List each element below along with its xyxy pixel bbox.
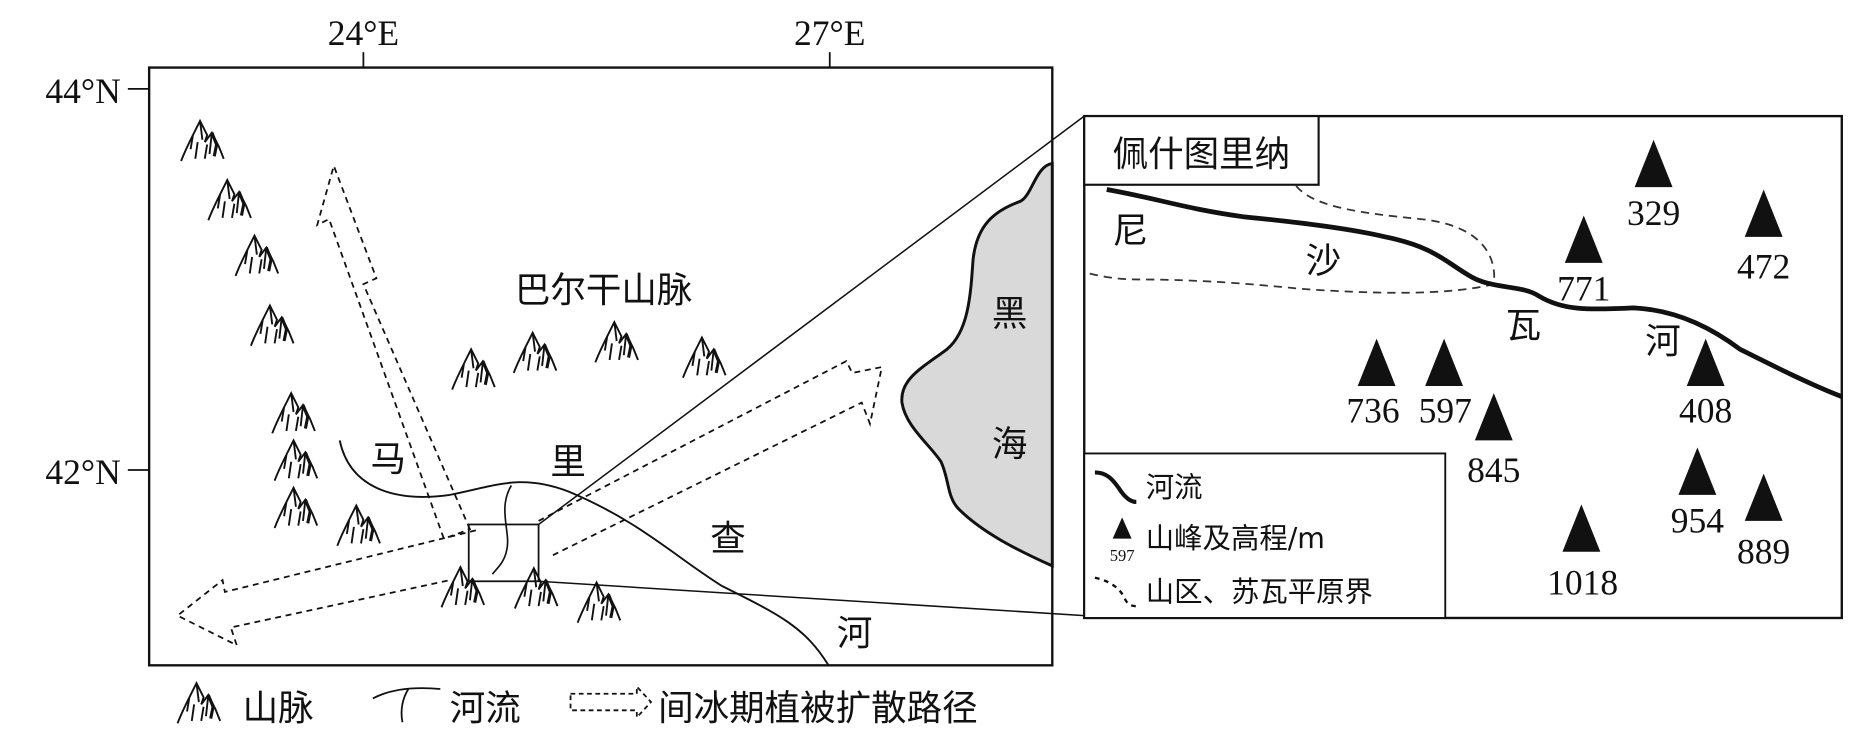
lat-label-42: 42°N [45,452,120,492]
river-char-he: 河 [837,613,873,654]
legend-boundary-icon [1094,576,1137,608]
legend-mountain-label: 山脉 [243,688,314,729]
maritsa-river [338,440,830,666]
legend-arrow-icon [569,684,653,720]
spread-arrow-north [315,162,472,540]
peaks: 329 472 771 736 597 845 408 954 889 1018 [1346,139,1790,602]
peak-597: 597 [1419,338,1472,431]
peak-408: 408 [1679,338,1732,431]
river-char-ma: 马 [370,439,406,480]
inset-legend-peak-label: 山峰及高程/m [1146,522,1325,555]
peak-736: 736 [1346,338,1400,431]
svg-text:736: 736 [1346,391,1399,431]
svg-text:771: 771 [1557,269,1610,309]
black-sea-label-2: 海 [992,424,1028,465]
legend-mountain-icon [176,681,222,725]
svg-text:1018: 1018 [1547,562,1618,602]
svg-text:889: 889 [1737,532,1790,572]
connector-line-top [538,115,1085,526]
peak-954: 954 [1671,447,1724,541]
nisava-river [1106,187,1843,399]
river-char-li: 里 [550,442,586,483]
balkan-mountains-label: 巴尔干山脉 [515,270,693,311]
inset-river-char-he: 河 [1645,321,1681,362]
svg-text:472: 472 [1737,246,1790,286]
peak-329: 329 [1627,139,1680,233]
black-sea [900,161,1054,569]
inset-legend-river-label: 河流 [1146,471,1203,504]
svg-text:329: 329 [1627,193,1680,233]
river-char-cha: 查 [710,519,746,560]
inset-river-char-sha: 沙 [1306,240,1342,281]
connector-line-bottom [538,580,1085,617]
inset-title: 佩什图里纳 [1113,134,1291,175]
spread-arrow-west [175,529,477,647]
inset-legend-peak-sample: 597 [1110,546,1135,565]
svg-text:597: 597 [1419,391,1472,431]
legend-river-label: 河流 [450,688,521,729]
lat-label-44: 44°N [45,71,120,111]
peak-889: 889 [1737,473,1790,572]
svg-text:845: 845 [1467,450,1520,490]
peak-1018: 1018 [1547,504,1618,602]
lon-label-24: 24°E [328,13,399,53]
spread-arrow-east [538,359,883,558]
svg-text:408: 408 [1679,391,1732,431]
black-sea-label-1: 黑 [992,294,1028,335]
main-map-frame [147,66,1054,667]
legend-arrow-label: 间冰期植被扩散路径 [658,688,978,729]
peak-771: 771 [1557,215,1610,309]
inset-legend-box [1083,452,1447,619]
inset-title-box [1083,115,1320,186]
inset-river-char-wa: 瓦 [1506,305,1542,346]
inset-legend-boundary-label: 山区、苏瓦平原界 [1146,575,1373,608]
inset-locator-box [467,523,540,583]
peak-845: 845 [1467,393,1520,490]
peak-472: 472 [1737,189,1790,286]
legend-peak-icon [1112,517,1132,539]
svg-text:954: 954 [1671,501,1724,541]
legend-river-icon [372,687,441,723]
legend-river-icon [1094,470,1137,505]
inset-river-char-ni: 尼 [1113,211,1149,252]
lon-label-27: 27°E [794,13,865,53]
main-legend: 山脉 河流 间冰期植被扩散路径 [176,681,978,729]
tributary-river [491,484,513,575]
